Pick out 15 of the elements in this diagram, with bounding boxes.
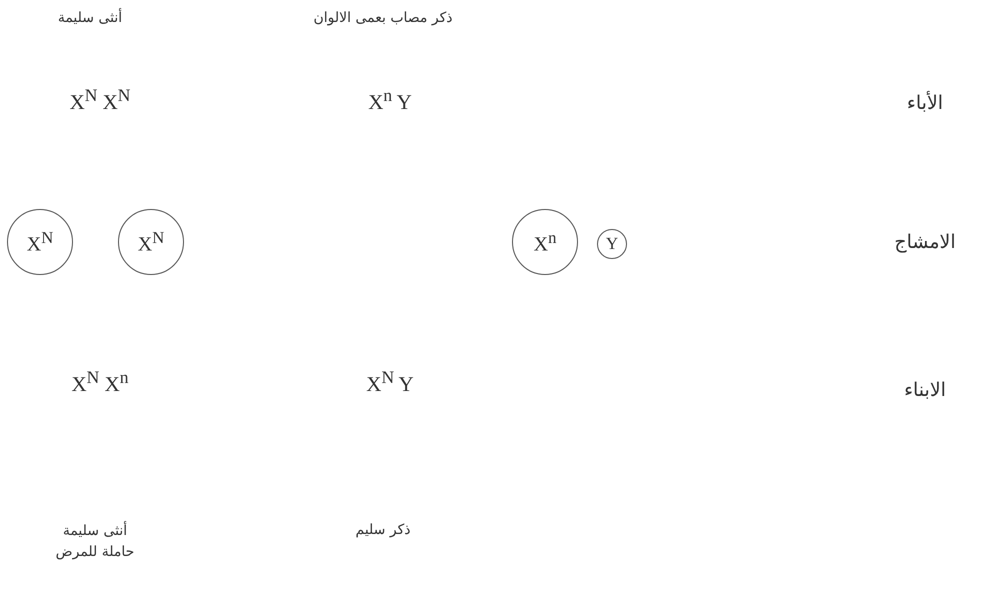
- genotype-text: X$^{N}$ Y: [366, 367, 414, 397]
- column-heading: ذكر مصاب بعمى الالوان: [314, 10, 452, 26]
- phenotype-caption: أنثى سليمة حاملة للمرض: [54, 521, 136, 562]
- gamete-circle: X$^{n}$: [512, 209, 578, 275]
- gamete-circle: X$^{N}$: [7, 209, 73, 275]
- column-heading: أنثى سليمة: [58, 10, 122, 26]
- gamete-circle: X$^{N}$: [118, 209, 184, 275]
- genotype-text: X$^{n}$ Y: [368, 85, 412, 115]
- gamete-circle: Y: [597, 229, 627, 259]
- row-label: الامشاج: [894, 231, 956, 253]
- row-label: الأباء: [906, 92, 944, 114]
- row-label: الابناء: [904, 379, 946, 401]
- genotype-text: X$^{N}$ X$^{n}$: [72, 367, 128, 397]
- phenotype-caption: ذكر سليم: [356, 522, 410, 538]
- genotype-text: X$^{N}$ X$^{N}$: [70, 85, 130, 115]
